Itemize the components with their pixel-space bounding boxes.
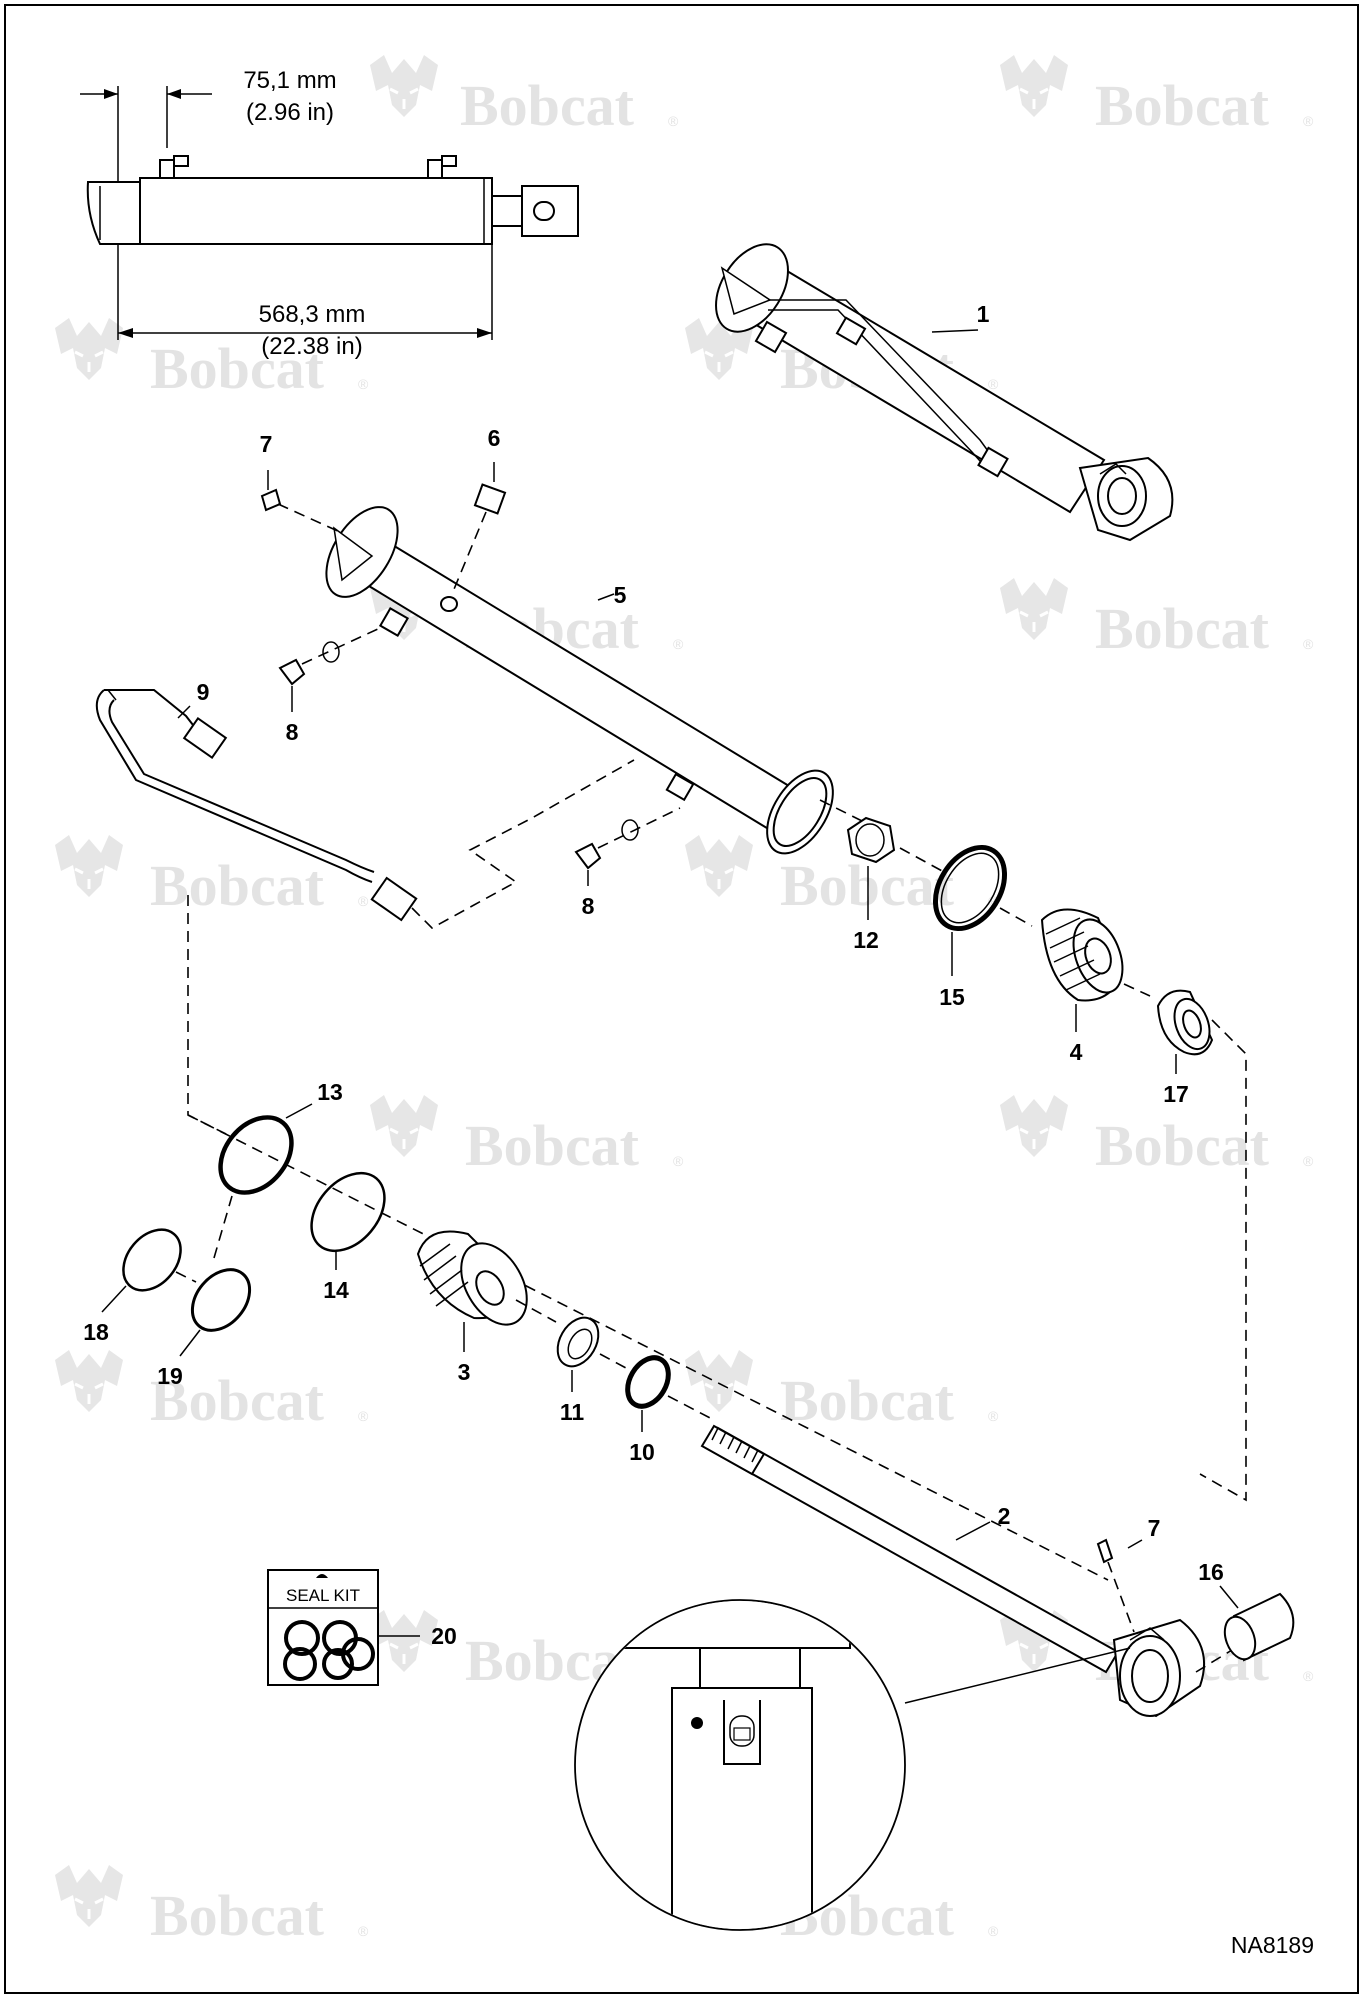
watermark-reg: ® [358,1408,369,1424]
gland-components: 13 18 19 14 3 11 10 [83,895,1109,1581]
detail-view [574,1599,1131,1931]
callout-5: 5 [614,582,627,608]
watermark-brand: Bobcat [150,1368,325,1433]
watermark-reg: ® [358,1923,369,1939]
callout-9: 9 [197,679,210,705]
callout-3: 3 [458,1359,471,1385]
callout-8b: 8 [582,893,595,919]
callout-2: 2 [998,1503,1011,1529]
watermark-reg: ® [988,1923,999,1939]
watermark-reg: ® [668,113,679,129]
watermark-brand: Bobcat [1095,596,1270,661]
watermark-brand: Bobcat [1095,1113,1270,1178]
tube-assembly: 9 [95,679,635,929]
watermark-brand: Bobcat [460,73,635,138]
head-components: 12 15 4 17 [819,799,1247,1502]
dimension-drawing: 75,1 mm (2.96 in) 568,3 mm (22.38 in) [80,67,579,360]
watermark-brand: Bobcat [465,1113,640,1178]
watermark-brand: Bobcat [150,336,325,401]
watermark-reg: ® [988,1408,999,1424]
callout-18: 18 [83,1319,109,1345]
seal-kit-title: SEAL KIT [286,1586,360,1605]
offset-dimension-in: (2.96 in) [246,99,334,126]
barrel-part: 5 [325,506,834,855]
watermark-reg: ® [1303,113,1314,129]
callout-12: 12 [853,927,879,953]
callout-17: 17 [1163,1081,1189,1107]
watermark-reg: ® [673,1153,684,1169]
length-dimension-mm: 568,3 mm [259,301,366,328]
watermark-brand: Bobcat [780,1368,955,1433]
callout-7a: 7 [260,431,273,457]
offset-dimension-mm: 75,1 mm [243,67,336,94]
watermark-reg: ® [1303,636,1314,652]
figure-id: NA8189 [1231,1932,1314,1958]
callout-11: 11 [560,1399,585,1425]
watermark-brand: Bobcat [150,853,325,918]
assembled-cylinder: 1 [715,243,1174,542]
callout-6: 6 [488,425,501,451]
callout-13: 13 [317,1079,343,1105]
callout-4: 4 [1070,1039,1083,1065]
callout-8a: 8 [286,719,299,745]
callout-19: 19 [157,1363,183,1389]
seal-kit: SEAL KIT 20 [267,1569,457,1686]
callout-7b: 7 [1148,1515,1161,1541]
barrel-fittings: 7 6 8 8 [260,425,681,919]
watermark-brand: Bobcat [150,1883,325,1948]
watermark-reg: ® [1303,1668,1314,1684]
callout-20: 20 [431,1623,457,1649]
watermark-reg: ® [988,893,999,909]
callout-10: 10 [629,1439,655,1465]
watermark-reg: ® [358,893,369,909]
watermark-reg: ® [988,376,999,392]
callout-16: 16 [1198,1559,1224,1585]
watermark-reg: ® [673,636,684,652]
callout-15: 15 [939,984,965,1010]
callout-1: 1 [977,301,990,327]
callout-14: 14 [323,1277,349,1303]
watermark-reg: ® [1303,1153,1314,1169]
watermark-layer: Bobcat ® Bobcat ® Bobcat ® Bobcat ® Bobc… [53,53,1314,1948]
length-dimension-in: (22.38 in) [261,333,362,360]
rod-part: 2 7 16 [700,1424,1295,1718]
watermark-brand: Bobcat [1095,73,1270,138]
watermark-reg: ® [358,376,369,392]
